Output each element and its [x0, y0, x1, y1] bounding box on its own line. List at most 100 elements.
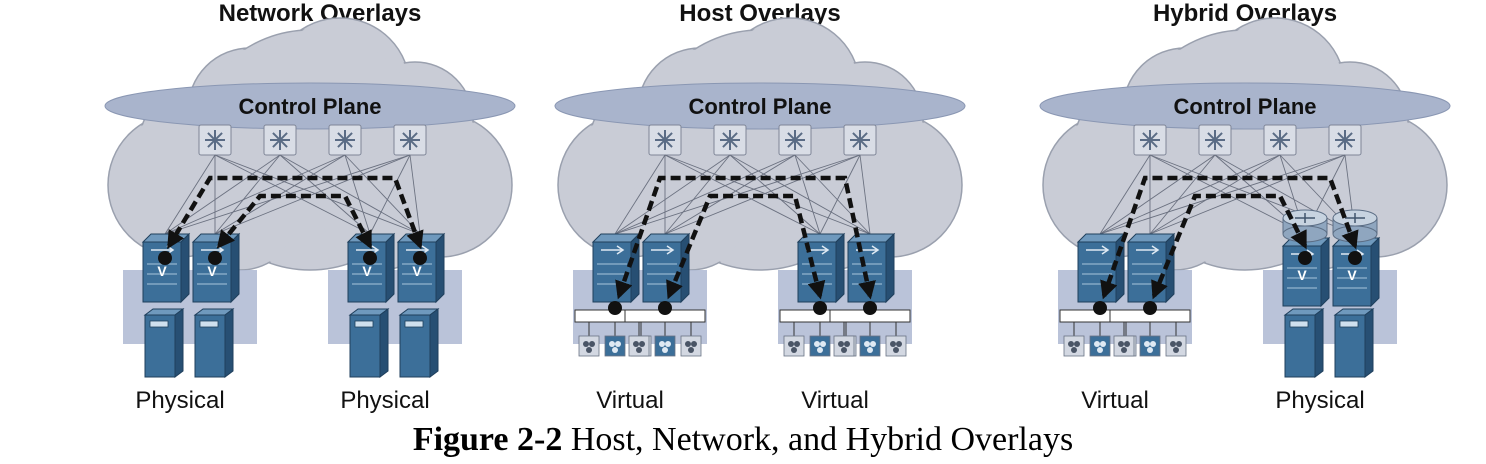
edge-label: Physical — [340, 387, 429, 414]
control-plane-ellipse — [554, 82, 966, 130]
spine-switch-icon — [843, 124, 877, 156]
leaf-switch-icon — [591, 232, 641, 304]
fabric-link — [1099, 154, 1151, 235]
spine-switch-icon — [1328, 124, 1362, 156]
vtep-label: V — [1297, 267, 1307, 283]
tunnel-path — [1100, 175, 1359, 300]
vm-icon — [885, 335, 907, 357]
tunnel-path — [666, 193, 826, 300]
server-icon — [193, 308, 235, 378]
fabric-link — [664, 154, 731, 235]
server-icon — [348, 308, 390, 378]
overlay-tunnels — [167, 175, 424, 250]
vm-icon — [833, 335, 855, 357]
vm-icon — [1165, 335, 1187, 357]
vm-icon — [1063, 335, 1085, 357]
fabric-link — [859, 154, 871, 235]
server-icon — [1283, 308, 1325, 378]
vtep-label: V — [207, 263, 217, 279]
fabric-link — [369, 154, 411, 235]
vtep-switch-icon: V — [141, 232, 191, 304]
vtep-switch-icon: V — [1281, 236, 1331, 308]
fabric-link — [729, 154, 871, 235]
vm-icon — [578, 335, 600, 357]
figure-title: Host, Network, and Hybrid Overlays — [562, 421, 1074, 458]
vm-icon — [1139, 335, 1161, 357]
tunnel-path — [167, 175, 424, 250]
vm-icon — [604, 335, 626, 357]
fabric-link — [664, 154, 871, 235]
vtep-endpoint — [658, 301, 672, 315]
fabric-link — [819, 154, 861, 235]
control-plane-label: Control Plane — [238, 94, 381, 119]
vtep-endpoint — [1298, 251, 1312, 265]
edge-label: Virtual — [801, 387, 869, 414]
spine-switch-icon — [263, 124, 297, 156]
fabric-link — [614, 154, 666, 235]
server-icon — [1333, 308, 1375, 378]
figure-number: Figure 2-2 — [412, 421, 563, 458]
fabric-link — [1149, 154, 1216, 235]
vtep-switch-icon: V — [191, 232, 241, 304]
fabric-link — [614, 154, 861, 235]
server-icon — [398, 308, 440, 378]
spine-switch-icon — [393, 124, 427, 156]
spine-switch-icon — [1198, 124, 1232, 156]
vtep-label: V — [1347, 267, 1357, 283]
vtep-endpoint — [1093, 301, 1107, 315]
overlay-tunnels — [615, 175, 876, 300]
vm-icon — [1113, 335, 1135, 357]
vm-icon — [628, 335, 650, 357]
vm-icon — [680, 335, 702, 357]
fabric-link — [344, 154, 371, 235]
panel-title: Hybrid Overlays — [1153, 0, 1337, 27]
vm-icon — [1089, 335, 1111, 357]
router-icon — [1332, 209, 1378, 243]
vm-icon — [783, 335, 805, 357]
control-plane-ellipse — [104, 82, 516, 130]
vm-icon — [859, 335, 881, 357]
server-icon — [143, 308, 185, 378]
leaf-switch-icon — [641, 232, 691, 304]
edge-label: Physical — [1275, 387, 1364, 414]
fabric-link — [344, 154, 421, 235]
spine-switch-icon — [1263, 124, 1297, 156]
tunnel-path — [1151, 193, 1308, 300]
fabric-link — [214, 154, 411, 235]
spine-switch-icon — [1133, 124, 1167, 156]
vtep-endpoint — [158, 251, 172, 265]
vtep-endpoint — [208, 251, 222, 265]
spine-switch-icon — [713, 124, 747, 156]
tunnel-path — [216, 193, 373, 250]
fabric-link — [279, 154, 421, 235]
vswitch-icon — [1109, 309, 1191, 357]
fabric-link — [1099, 154, 1216, 235]
fabric-link — [214, 154, 281, 235]
spine-switch-icon — [778, 124, 812, 156]
vtep-label: V — [362, 263, 372, 279]
fabric-link — [164, 154, 216, 235]
control-plane-label: Control Plane — [688, 94, 831, 119]
overlay-tunnels — [1100, 175, 1359, 300]
fabric-link — [794, 154, 871, 235]
vtep-endpoint — [413, 251, 427, 265]
vtep-endpoint — [813, 301, 827, 315]
vtep-endpoint — [1143, 301, 1157, 315]
vswitch-icon — [829, 309, 911, 357]
control-plane-label: Control Plane — [1173, 94, 1316, 119]
vm-icon — [809, 335, 831, 357]
fabric-link — [409, 154, 421, 235]
vtep-endpoint — [1348, 251, 1362, 265]
fabric-link — [164, 154, 346, 235]
vtep-label: V — [412, 263, 422, 279]
edge-label: Virtual — [1081, 387, 1149, 414]
tunnel-path — [615, 175, 876, 300]
vtep-label: V — [157, 263, 167, 279]
edge-label: Physical — [135, 387, 224, 414]
spine-switch-icon — [198, 124, 232, 156]
spine-switch-icon — [648, 124, 682, 156]
